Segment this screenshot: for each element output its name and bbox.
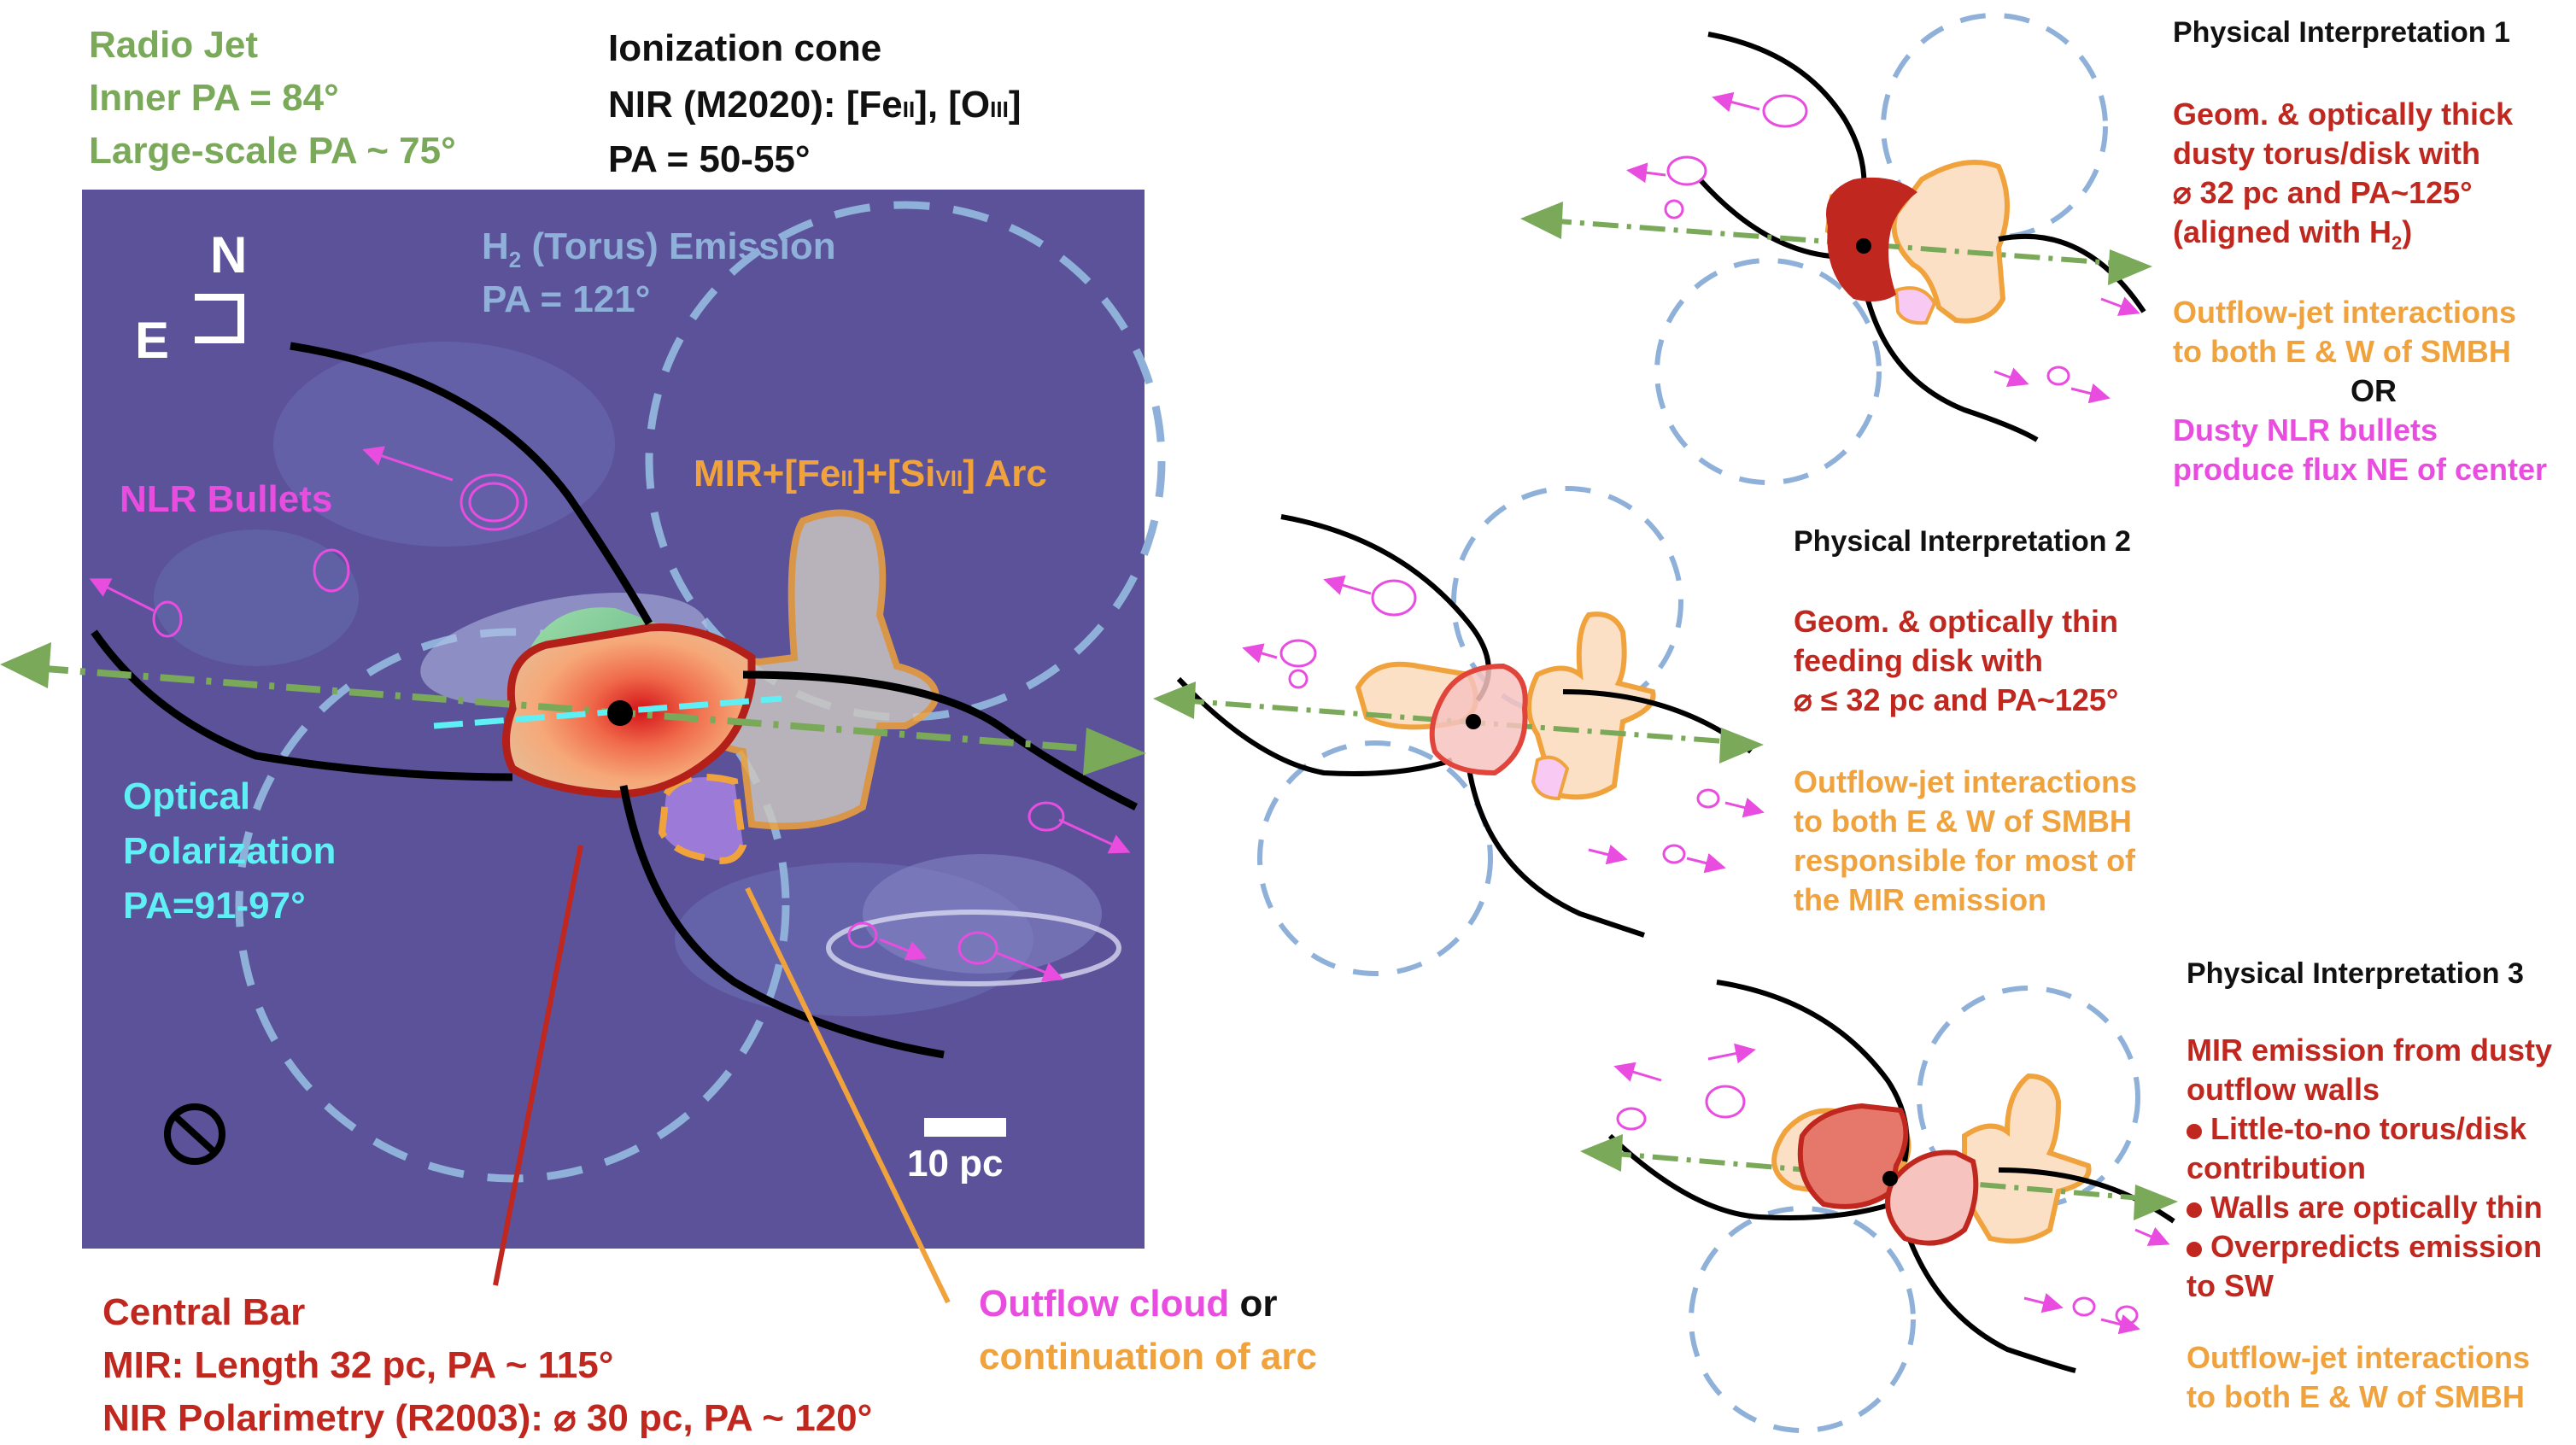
cone-line-e bbox=[91, 629, 513, 781]
interp2-outflow1: Outflow-jet interactions bbox=[1794, 764, 2138, 799]
torus-circle-ne bbox=[645, 201, 1166, 722]
central-bar-nir: NIR Polarimetry (R2003): ⌀ 30 pc, PA ~ 1… bbox=[102, 1397, 873, 1439]
interp3-sketch bbox=[1580, 980, 2178, 1433]
interp3-bullet3: Overpredicts emission bbox=[2187, 1228, 2542, 1266]
interp3-title: Physical Interpretation 3 bbox=[2187, 957, 2524, 990]
ionization-pa: PA = 50-55° bbox=[608, 138, 811, 180]
outflow-leader bbox=[745, 886, 951, 1304]
interp2-sketch bbox=[1153, 486, 1765, 976]
interp1-sketch bbox=[1520, 13, 2152, 485]
optical-polarization-2: Polarization bbox=[123, 830, 337, 872]
main-panel-graphics bbox=[0, 201, 1166, 1183]
thick-torus bbox=[1826, 177, 1917, 302]
radio-jet-large-pa: Large-scale PA ~ 75° bbox=[89, 130, 456, 172]
interp1-nlr1: Dusty NLR bullets bbox=[2173, 412, 2438, 448]
interp2-title: Physical Interpretation 2 bbox=[1794, 525, 2131, 558]
outflow-wall-sw bbox=[1885, 1150, 1979, 1246]
radio-jet-title: Radio Jet bbox=[89, 24, 259, 66]
central-bar-mir: MIR: Length 32 pc, PA ~ 115° bbox=[102, 1344, 614, 1386]
ionization-nir: NIR (M2020): [FeII], [OIII] bbox=[608, 84, 1022, 126]
interp2-line2: feeding disk with bbox=[1794, 643, 2044, 678]
optical-polarization-1: Optical bbox=[123, 775, 251, 817]
outflow-label-2: continuation of arc bbox=[979, 1336, 1317, 1378]
interp3-outflow1: Outflow-jet interactions bbox=[2187, 1340, 2531, 1375]
h2-emission-label: H2 (Torus) Emission bbox=[482, 225, 836, 272]
interp3-outflow2: to both E & W of SMBH bbox=[2187, 1379, 2525, 1414]
interp1-outflow2: to both E & W of SMBH bbox=[2173, 334, 2511, 369]
interp1-line4: (aligned with H2) bbox=[2173, 214, 2413, 254]
compass-axes bbox=[195, 294, 244, 343]
mir-arc-region bbox=[695, 509, 940, 830]
interp3-line2: outflow walls bbox=[2187, 1072, 2380, 1107]
interp1-outflow1: Outflow-jet interactions bbox=[2173, 295, 2517, 330]
radio-jet-inner-pa: Inner PA = 84° bbox=[89, 77, 339, 119]
central-bar-title: Central Bar bbox=[102, 1291, 306, 1333]
cone-line-sw bbox=[619, 785, 945, 1059]
outflow-label-1: Outflow cloud or bbox=[979, 1283, 1278, 1325]
interp1-title: Physical Interpretation 1 bbox=[2173, 16, 2510, 49]
bullet-icon bbox=[2187, 1202, 2202, 1218]
smbh-marker bbox=[607, 700, 633, 726]
interp2-line3: ⌀ ≤ 32 pc and PA~125° bbox=[1794, 682, 2119, 717]
outflow-cloud-region bbox=[658, 774, 747, 864]
bullet-icon bbox=[2187, 1242, 2202, 1257]
interp3-bullet2: Walls are optically thin bbox=[2187, 1189, 2543, 1226]
interp2-outflow2: to both E & W of SMBH bbox=[1794, 804, 2132, 839]
interp1-line3: ⌀ 32 pc and PA~125° bbox=[2173, 175, 2473, 210]
central-bar-leader bbox=[493, 845, 583, 1286]
scale-bar-label: 10 pc bbox=[907, 1143, 1004, 1185]
radio-jet-line bbox=[33, 664, 1128, 755]
compass-north: N bbox=[210, 226, 248, 284]
interp3-bullet1b: contribution bbox=[2187, 1150, 2366, 1185]
compass-east: E bbox=[135, 312, 170, 369]
ionization-cone-title: Ionization cone bbox=[608, 27, 882, 69]
interp1-or: OR bbox=[2351, 373, 2397, 408]
interp2-line1: Geom. & optically thin bbox=[1794, 604, 2119, 639]
interp2-outflow4: the MIR emission bbox=[1794, 882, 2047, 917]
interp3-line1: MIR emission from dusty bbox=[2187, 1033, 2553, 1068]
interp3-bullet3b: to SW bbox=[2187, 1268, 2274, 1303]
optical-polarization-pa: PA=91-97° bbox=[123, 885, 306, 927]
interp1-line2: dusty torus/disk with bbox=[2173, 136, 2481, 171]
interp3-bullet1: Little-to-no torus/disk bbox=[2187, 1110, 2526, 1148]
scale-bar bbox=[924, 1118, 1006, 1137]
interp2-outflow3: responsible for most of bbox=[1794, 843, 2136, 878]
bullet-icon bbox=[2187, 1124, 2202, 1139]
interp1-nlr2: produce flux NE of center bbox=[2173, 452, 2548, 487]
interp1-line1: Geom. & optically thick bbox=[2173, 97, 2514, 132]
nlr-bullets-label: NLR Bullets bbox=[120, 478, 333, 520]
h2-pa-label: PA = 121° bbox=[482, 278, 651, 320]
beam-icon bbox=[164, 1103, 225, 1165]
mir-arc-label: MIR+[FeII]+[SiVII] Arc bbox=[694, 453, 1047, 494]
cone-line-w bbox=[742, 670, 1139, 811]
cone-line-ne bbox=[290, 342, 653, 626]
